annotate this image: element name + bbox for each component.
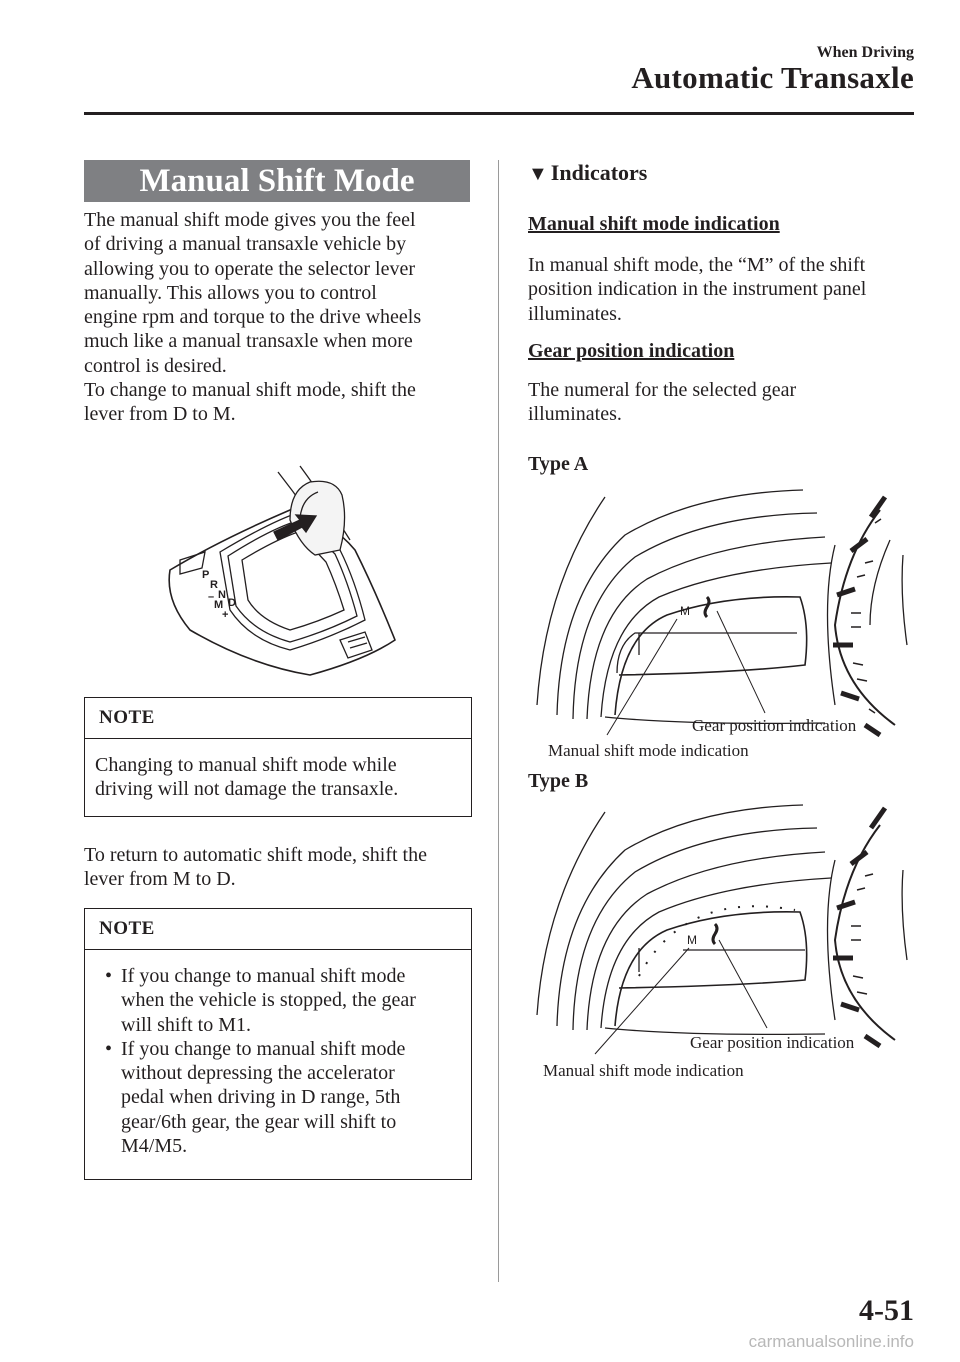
note-label: NOTE — [85, 909, 471, 950]
list-item-line: M4/M5. — [121, 1135, 188, 1158]
list-item-line: If you change to manual shift mode — [121, 1037, 406, 1060]
lever-label-p: P — [202, 569, 209, 581]
header-title: Automatic Transaxle — [631, 60, 914, 95]
return-line: lever from M to D. — [84, 868, 236, 891]
intro-line: much like a manual transaxle when more — [84, 330, 413, 353]
note-bullet-list: • If you change to manual shift mode whe… — [95, 964, 461, 1158]
list-item-line: without depressing the accelerator — [121, 1062, 395, 1085]
lever-label-n: N — [218, 589, 226, 601]
manual-mode-callout-b: Manual shift mode indication — [543, 1061, 744, 1080]
header-section-label: When Driving — [816, 44, 914, 61]
intro-line: The manual shift mode gives you the feel — [84, 209, 416, 231]
list-item: • If you change to manual shift mode wit… — [95, 1037, 461, 1158]
intro-line: of driving a manual transaxle vehicle by — [84, 233, 407, 256]
intro-line: To change to manual shift mode, shift th… — [84, 379, 416, 402]
list-item-line: will shift to M1. — [121, 1013, 252, 1036]
type-a-label: Type A — [528, 453, 589, 475]
list-item-line: pedal when driving in D range, 5th — [121, 1086, 401, 1109]
intro-line: manually. This allows you to control — [84, 281, 377, 304]
m-indicator-glyph-a: M — [680, 604, 690, 618]
intro-line: engine rpm and torque to the drive wheel… — [84, 306, 422, 329]
manual-mode-line: illuminates. — [528, 302, 622, 325]
list-item-line: If you change to manual shift mode — [121, 965, 406, 987]
manual-mode-line: In manual shift mode, the “M” of the shi… — [528, 254, 866, 276]
intro-line: allowing you to operate the selector lev… — [84, 257, 415, 280]
shift-lever-illustration: P R N M D – + — [168, 465, 396, 676]
return-line: To return to automatic shift mode, shift… — [84, 844, 427, 866]
note-body: Changing to manual shift mode while driv… — [85, 739, 471, 802]
gear-position-line: illuminates. — [528, 403, 622, 426]
type-b-label: Type B — [528, 770, 589, 792]
section-heading: Manual Shift Mode — [84, 160, 470, 202]
manual-mode-paragraph: In manual shift mode, the “M” of the shi… — [528, 253, 928, 326]
lever-label-d: D — [228, 597, 236, 609]
header-rule — [84, 112, 914, 115]
gear-position-callout-b: Gear position indication — [690, 1033, 855, 1052]
note-box-2: NOTE • If you change to manual shift mod… — [84, 908, 472, 1180]
intro-line: lever from D to M. — [84, 403, 236, 426]
note-box-1: NOTE Changing to manual shift mode while… — [84, 697, 472, 817]
lever-label-plus: + — [222, 609, 228, 621]
instrument-cluster-type-b: M — [536, 804, 908, 1055]
intro-paragraph: The manual shift mode gives you the feel… — [84, 208, 484, 427]
indicators-heading-text: Indicators — [550, 160, 648, 185]
page-number: 4-51 — [859, 1294, 914, 1327]
list-item-line: when the vehicle is stopped, the gear — [121, 989, 416, 1012]
column-divider — [498, 160, 499, 1282]
intro-line: control is desired. — [84, 354, 227, 377]
gear-position-paragraph: The numeral for the selected gear illumi… — [528, 378, 928, 427]
triangle-icon: ▼ — [528, 163, 548, 185]
list-item: • If you change to manual shift mode whe… — [95, 964, 461, 1037]
bullet-icon: • — [105, 965, 113, 987]
return-paragraph: To return to automatic shift mode, shift… — [84, 843, 484, 892]
lever-label-m: M — [214, 599, 223, 611]
instrument-cluster-type-a: M — [536, 489, 908, 738]
gear-position-subheading: Gear position indication — [528, 340, 735, 362]
manual-mode-callout-a: Manual shift mode indication — [548, 741, 749, 760]
m-indicator-glyph-b: M — [687, 933, 697, 947]
lever-label-minus: – — [208, 591, 214, 603]
manual-mode-line: position indication in the instrument pa… — [528, 278, 867, 301]
list-item-line: gear/6th gear, the gear will shift to — [121, 1110, 397, 1133]
gear-position-callout-a: Gear position indication — [692, 716, 857, 735]
note-line: Changing to manual shift mode while — [95, 754, 397, 776]
gear-position-line: The numeral for the selected gear — [528, 379, 797, 401]
indicators-heading: ▼Indicators — [528, 160, 647, 186]
bullet-icon: • — [105, 1037, 113, 1060]
note-body: • If you change to manual shift mode whe… — [85, 950, 471, 1158]
note-line: driving will not damage the transaxle. — [95, 778, 399, 801]
note-label: NOTE — [85, 698, 471, 739]
manual-mode-subheading: Manual shift mode indication — [528, 213, 780, 235]
watermark-text[interactable]: carmanualsonline.info — [748, 1332, 914, 1351]
lever-label-r: R — [210, 579, 218, 591]
